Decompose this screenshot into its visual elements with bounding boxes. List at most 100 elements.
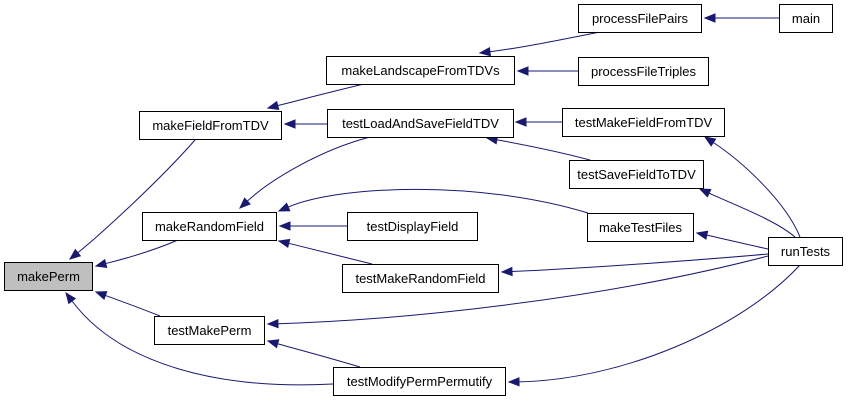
edge-arrowhead [703, 136, 717, 147]
edge-processFileTriples-to-makeLandscapeFromTDVs [516, 66, 578, 76]
edge-line [277, 343, 361, 368]
node-box [562, 108, 725, 137]
edge-testModifyPermPermutify-to-makePerm [65, 291, 334, 386]
node-label: testLoadAndSaveFieldTDV [342, 116, 499, 131]
node-label: main [792, 11, 820, 26]
edge-line [288, 242, 373, 265]
edge-arrowhead [516, 66, 529, 76]
node-testDisplayField[interactable]: testDisplayField [347, 212, 478, 241]
edge-testDisplayField-to-makeRandomField [278, 221, 347, 231]
node-label: makeLandscapeFromTDVs [341, 63, 500, 78]
edge-arrowhead [500, 266, 513, 277]
edge-line [246, 136, 371, 202]
edge-runTests-to-makeTestFiles [695, 230, 769, 250]
edge-line [496, 139, 591, 161]
edge-line [277, 83, 365, 107]
node-box [139, 111, 282, 140]
edge-runTests-to-testSaveFieldToTDV [698, 188, 796, 238]
nodes-layer: makePerm makeFieldFromTDV makeRandomField t… [4, 4, 843, 396]
node-label: runTests [781, 244, 831, 259]
node-box [569, 160, 704, 189]
edge-testLoadAndSaveFieldTDV-to-makeRandomField [239, 136, 371, 209]
node-testMakeRandomField[interactable]: testMakeRandomField [342, 264, 499, 293]
edge-arrowhead [283, 119, 296, 129]
edge-line [288, 188, 589, 214]
node-testModifyPermPermutify[interactable]: testModifyPermPermutify [333, 367, 506, 396]
node-main[interactable]: main [779, 4, 833, 33]
node-makeRandomField[interactable]: makeRandomField [142, 212, 277, 241]
node-label: testDisplayField [367, 219, 459, 234]
edge-arrowhead [514, 117, 527, 127]
node-makeTestFiles[interactable]: makeTestFiles [587, 213, 694, 242]
edges-layer [65, 13, 801, 387]
edge-arrowhead [266, 339, 280, 349]
node-label: testMakeFieldFromTDV [575, 115, 713, 130]
edge-line [713, 142, 801, 238]
node-label: makePerm [17, 269, 80, 284]
edge-runTests-to-testMakeFieldFromTDV [703, 136, 801, 238]
edge-makeLandscapeFromTDVs-to-makeFieldFromTDV [266, 83, 365, 111]
node-makeLandscapeFromTDVs[interactable]: makeLandscapeFromTDVs [326, 56, 515, 85]
node-box [578, 4, 702, 33]
edge-line [706, 234, 769, 250]
node-box [142, 212, 277, 241]
edge-testModifyPermPermutify-to-testMakePerm [266, 339, 361, 368]
node-processFileTriples[interactable]: processFileTriples [578, 57, 709, 86]
edge-processFilePairs-to-makeLandscapeFromTDVs [478, 31, 601, 57]
edge-runTests-to-testModifyPermPermutify [507, 264, 801, 387]
edge-line [105, 239, 179, 265]
edge-arrowhead [266, 100, 280, 111]
node-label: processFilePairs [592, 11, 689, 26]
edge-main-to-processFilePairs [703, 13, 779, 23]
edge-testMakePerm-to-makePerm [94, 291, 161, 317]
node-label: makeFieldFromTDV [152, 118, 269, 133]
edge-arrowhead [239, 197, 251, 209]
edge-arrowhead [507, 377, 520, 387]
node-testMakePerm[interactable]: testMakePerm [154, 316, 265, 345]
edge-runTests-to-testMakeRandomField [500, 253, 769, 277]
node-runTests[interactable]: runTests [768, 237, 843, 266]
node-label: makeTestFiles [599, 220, 683, 235]
node-box [4, 262, 93, 291]
edge-line [71, 300, 334, 386]
edge-arrowhead [478, 46, 492, 57]
node-makePerm[interactable]: makePerm [4, 262, 93, 291]
node-testSaveFieldToTDV[interactable]: testSaveFieldToTDV [569, 160, 704, 189]
edge-testMakeFieldFromTDV-to-testLoadAndSaveFieldTDV [514, 117, 562, 127]
node-box [154, 316, 265, 345]
node-box [347, 212, 478, 241]
edge-arrowhead [68, 248, 82, 260]
node-box [578, 57, 709, 86]
edge-arrowhead [94, 291, 108, 301]
node-label: testMakePerm [168, 323, 252, 338]
edge-arrowhead [94, 258, 108, 269]
edge-arrowhead [698, 188, 712, 198]
edge-line [277, 255, 769, 325]
edge-testLoadAndSaveFieldTDV-to-makeFieldFromTDV [283, 119, 327, 129]
edge-line [708, 192, 796, 238]
edge-makeFieldFromTDV-to-makePerm [68, 139, 196, 260]
node-box [768, 237, 843, 266]
edge-makeTestFiles-to-makeRandomField [277, 188, 589, 214]
node-box [779, 4, 833, 33]
node-makeFieldFromTDV[interactable]: makeFieldFromTDV [139, 111, 282, 140]
edge-line [105, 294, 161, 317]
node-box [342, 264, 499, 293]
edge-arrowhead [695, 230, 709, 240]
node-label: makeRandomField [155, 219, 264, 234]
edge-line [489, 31, 601, 53]
edge-arrowhead [277, 238, 291, 249]
edge-line [511, 253, 769, 273]
node-testMakeFieldFromTDV[interactable]: testMakeFieldFromTDV [562, 108, 725, 137]
edge-makeRandomField-to-makePerm [94, 239, 179, 269]
edge-runTests-to-testMakePerm [266, 255, 769, 329]
node-testLoadAndSaveFieldTDV[interactable]: testLoadAndSaveFieldTDV [327, 109, 514, 138]
node-label: testSaveFieldToTDV [577, 167, 696, 182]
node-box [587, 213, 694, 242]
node-box [333, 367, 506, 396]
edge-arrowhead [266, 318, 279, 329]
node-processFilePairs[interactable]: processFilePairs [578, 4, 702, 33]
edge-line [518, 264, 801, 383]
